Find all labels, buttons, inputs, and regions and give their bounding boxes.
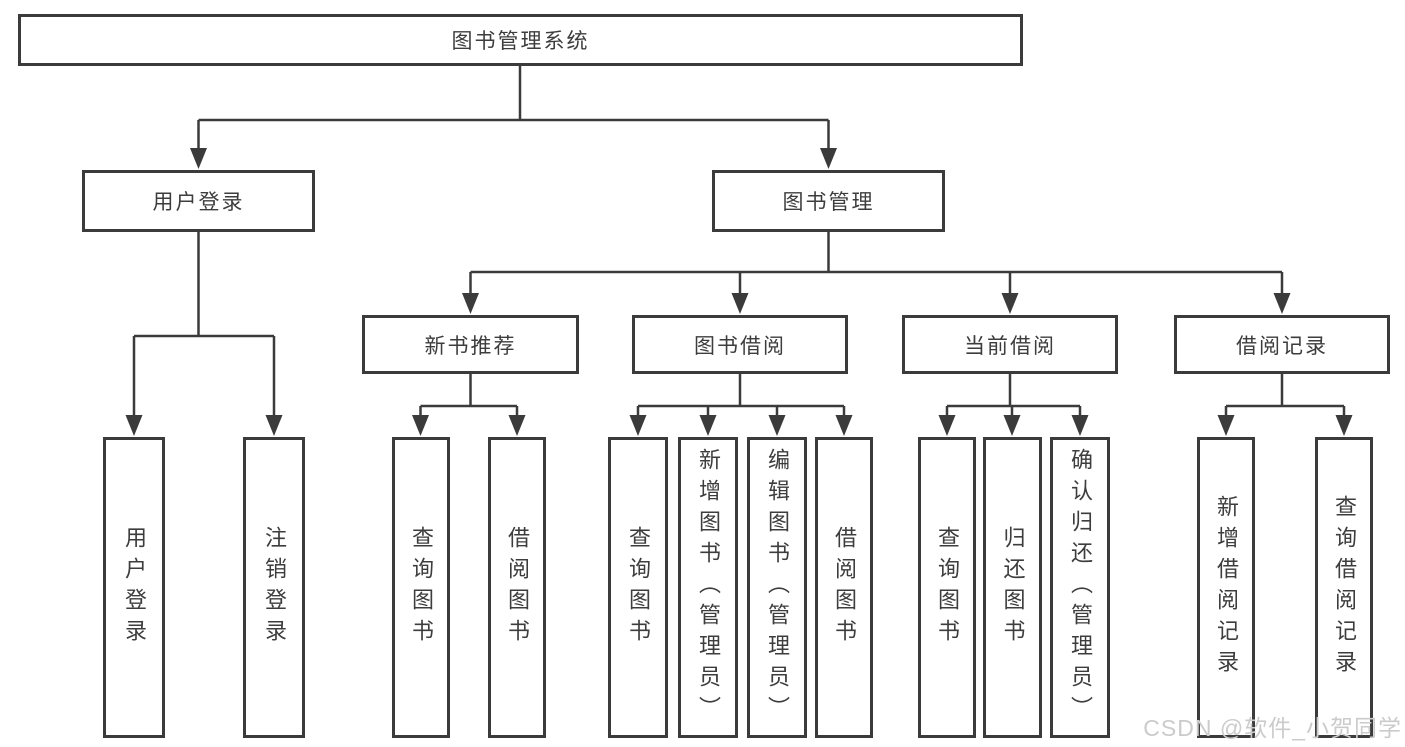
node-new-book-recommend-label: 新书推荐	[424, 334, 517, 358]
node-root: 图书管理系统	[18, 14, 1023, 66]
leaf-recommend-borrow-books-label: 借阅图书	[505, 525, 530, 650]
arrow-down-icon	[1273, 293, 1291, 314]
arrowheads	[125, 148, 1353, 436]
arrow-down-icon	[731, 293, 749, 314]
node-new-book-recommend: 新书推荐	[362, 315, 579, 374]
leaf-user-login: 用户登录	[103, 437, 165, 738]
leaf-borrow-add-books-admin: 新增图书（管理员）	[678, 437, 738, 738]
node-user-login: 用户登录	[82, 170, 315, 232]
leaf-records-query-record: 查询借阅记录	[1315, 437, 1373, 738]
arrow-down-icon	[768, 415, 786, 436]
connector-bookborrow-to-leaves	[636, 374, 846, 417]
node-borrow-records: 借阅记录	[1174, 315, 1390, 374]
leaf-borrow-borrow-books: 借阅图书	[815, 437, 873, 738]
connector-userlogin-to-leaves	[132, 232, 276, 417]
node-root-label: 图书管理系统	[451, 30, 590, 53]
leaf-borrow-add-books-admin-label: 新增图书（管理员）	[696, 448, 721, 727]
arrow-down-icon	[462, 293, 479, 314]
leaf-logout-label: 注销登录	[262, 525, 287, 650]
arrow-down-icon	[699, 415, 717, 436]
leaf-borrow-query-books-label: 查询图书	[626, 525, 651, 650]
arrow-down-icon	[938, 415, 956, 436]
arrow-down-icon	[835, 415, 853, 436]
connector-root-to-level2	[197, 65, 830, 150]
arrow-down-icon	[629, 415, 647, 436]
leaf-current-return-books-label: 归还图书	[1000, 525, 1026, 650]
arrow-down-icon	[1335, 415, 1353, 436]
leaf-user-login-label: 用户登录	[122, 525, 147, 650]
leaf-recommend-query-books: 查询图书	[392, 437, 450, 738]
leaf-records-add-record: 新增借阅记录	[1197, 437, 1255, 738]
leaf-records-add-record-label: 新增借阅记录	[1214, 494, 1239, 681]
leaf-borrow-edit-books-admin-label: 编辑图书（管理员）	[765, 448, 790, 727]
arrow-down-icon	[125, 415, 143, 436]
connector-newbookrec-to-leaves	[419, 374, 519, 417]
leaf-borrow-borrow-books-label: 借阅图书	[832, 525, 857, 650]
arrow-down-icon	[820, 148, 837, 169]
arrow-down-icon	[1217, 415, 1235, 436]
arrow-down-icon	[265, 415, 283, 436]
node-user-login-label: 用户登录	[152, 191, 245, 214]
arrow-down-icon	[1001, 293, 1019, 314]
node-book-borrow: 图书借阅	[632, 315, 848, 374]
node-book-management-label: 图书管理	[782, 191, 875, 214]
node-current-borrow-label: 当前借阅	[964, 334, 1056, 358]
node-book-borrow-label: 图书借阅	[694, 334, 786, 358]
leaf-borrow-edit-books-admin: 编辑图书（管理员）	[747, 437, 807, 738]
leaf-recommend-query-books-label: 查询图书	[409, 525, 434, 650]
arrow-down-icon	[1003, 415, 1021, 436]
leaf-current-query-books: 查询图书	[918, 437, 976, 738]
arrow-down-icon	[190, 148, 207, 169]
connector-bookmgmt-to-level3	[469, 232, 1284, 295]
leaf-current-return-books: 归还图书	[983, 437, 1042, 738]
leaf-logout: 注销登录	[243, 437, 305, 738]
node-book-management: 图书管理	[712, 170, 945, 232]
leaf-current-confirm-return-admin: 确认归还（管理员）	[1050, 437, 1110, 738]
leaf-records-query-record-label: 查询借阅记录	[1332, 494, 1357, 681]
leaf-current-confirm-return-admin-label: 确认归还（管理员）	[1068, 448, 1093, 727]
leaf-recommend-borrow-books: 借阅图书	[488, 437, 546, 738]
node-borrow-records-label: 借阅记录	[1236, 334, 1328, 358]
csdn-watermark: CSDN @软件_小贺同学	[1143, 715, 1402, 741]
arrow-down-icon	[412, 415, 429, 436]
arrow-down-icon	[1071, 415, 1089, 436]
node-current-borrow: 当前借阅	[902, 315, 1118, 374]
connector-borrowrecords-to-leaves	[1224, 374, 1346, 417]
leaf-borrow-query-books: 查询图书	[608, 437, 668, 738]
leaf-current-query-books-label: 查询图书	[935, 525, 960, 650]
connector-currentborrow-to-leaves	[945, 374, 1082, 417]
arrow-down-icon	[508, 415, 526, 436]
